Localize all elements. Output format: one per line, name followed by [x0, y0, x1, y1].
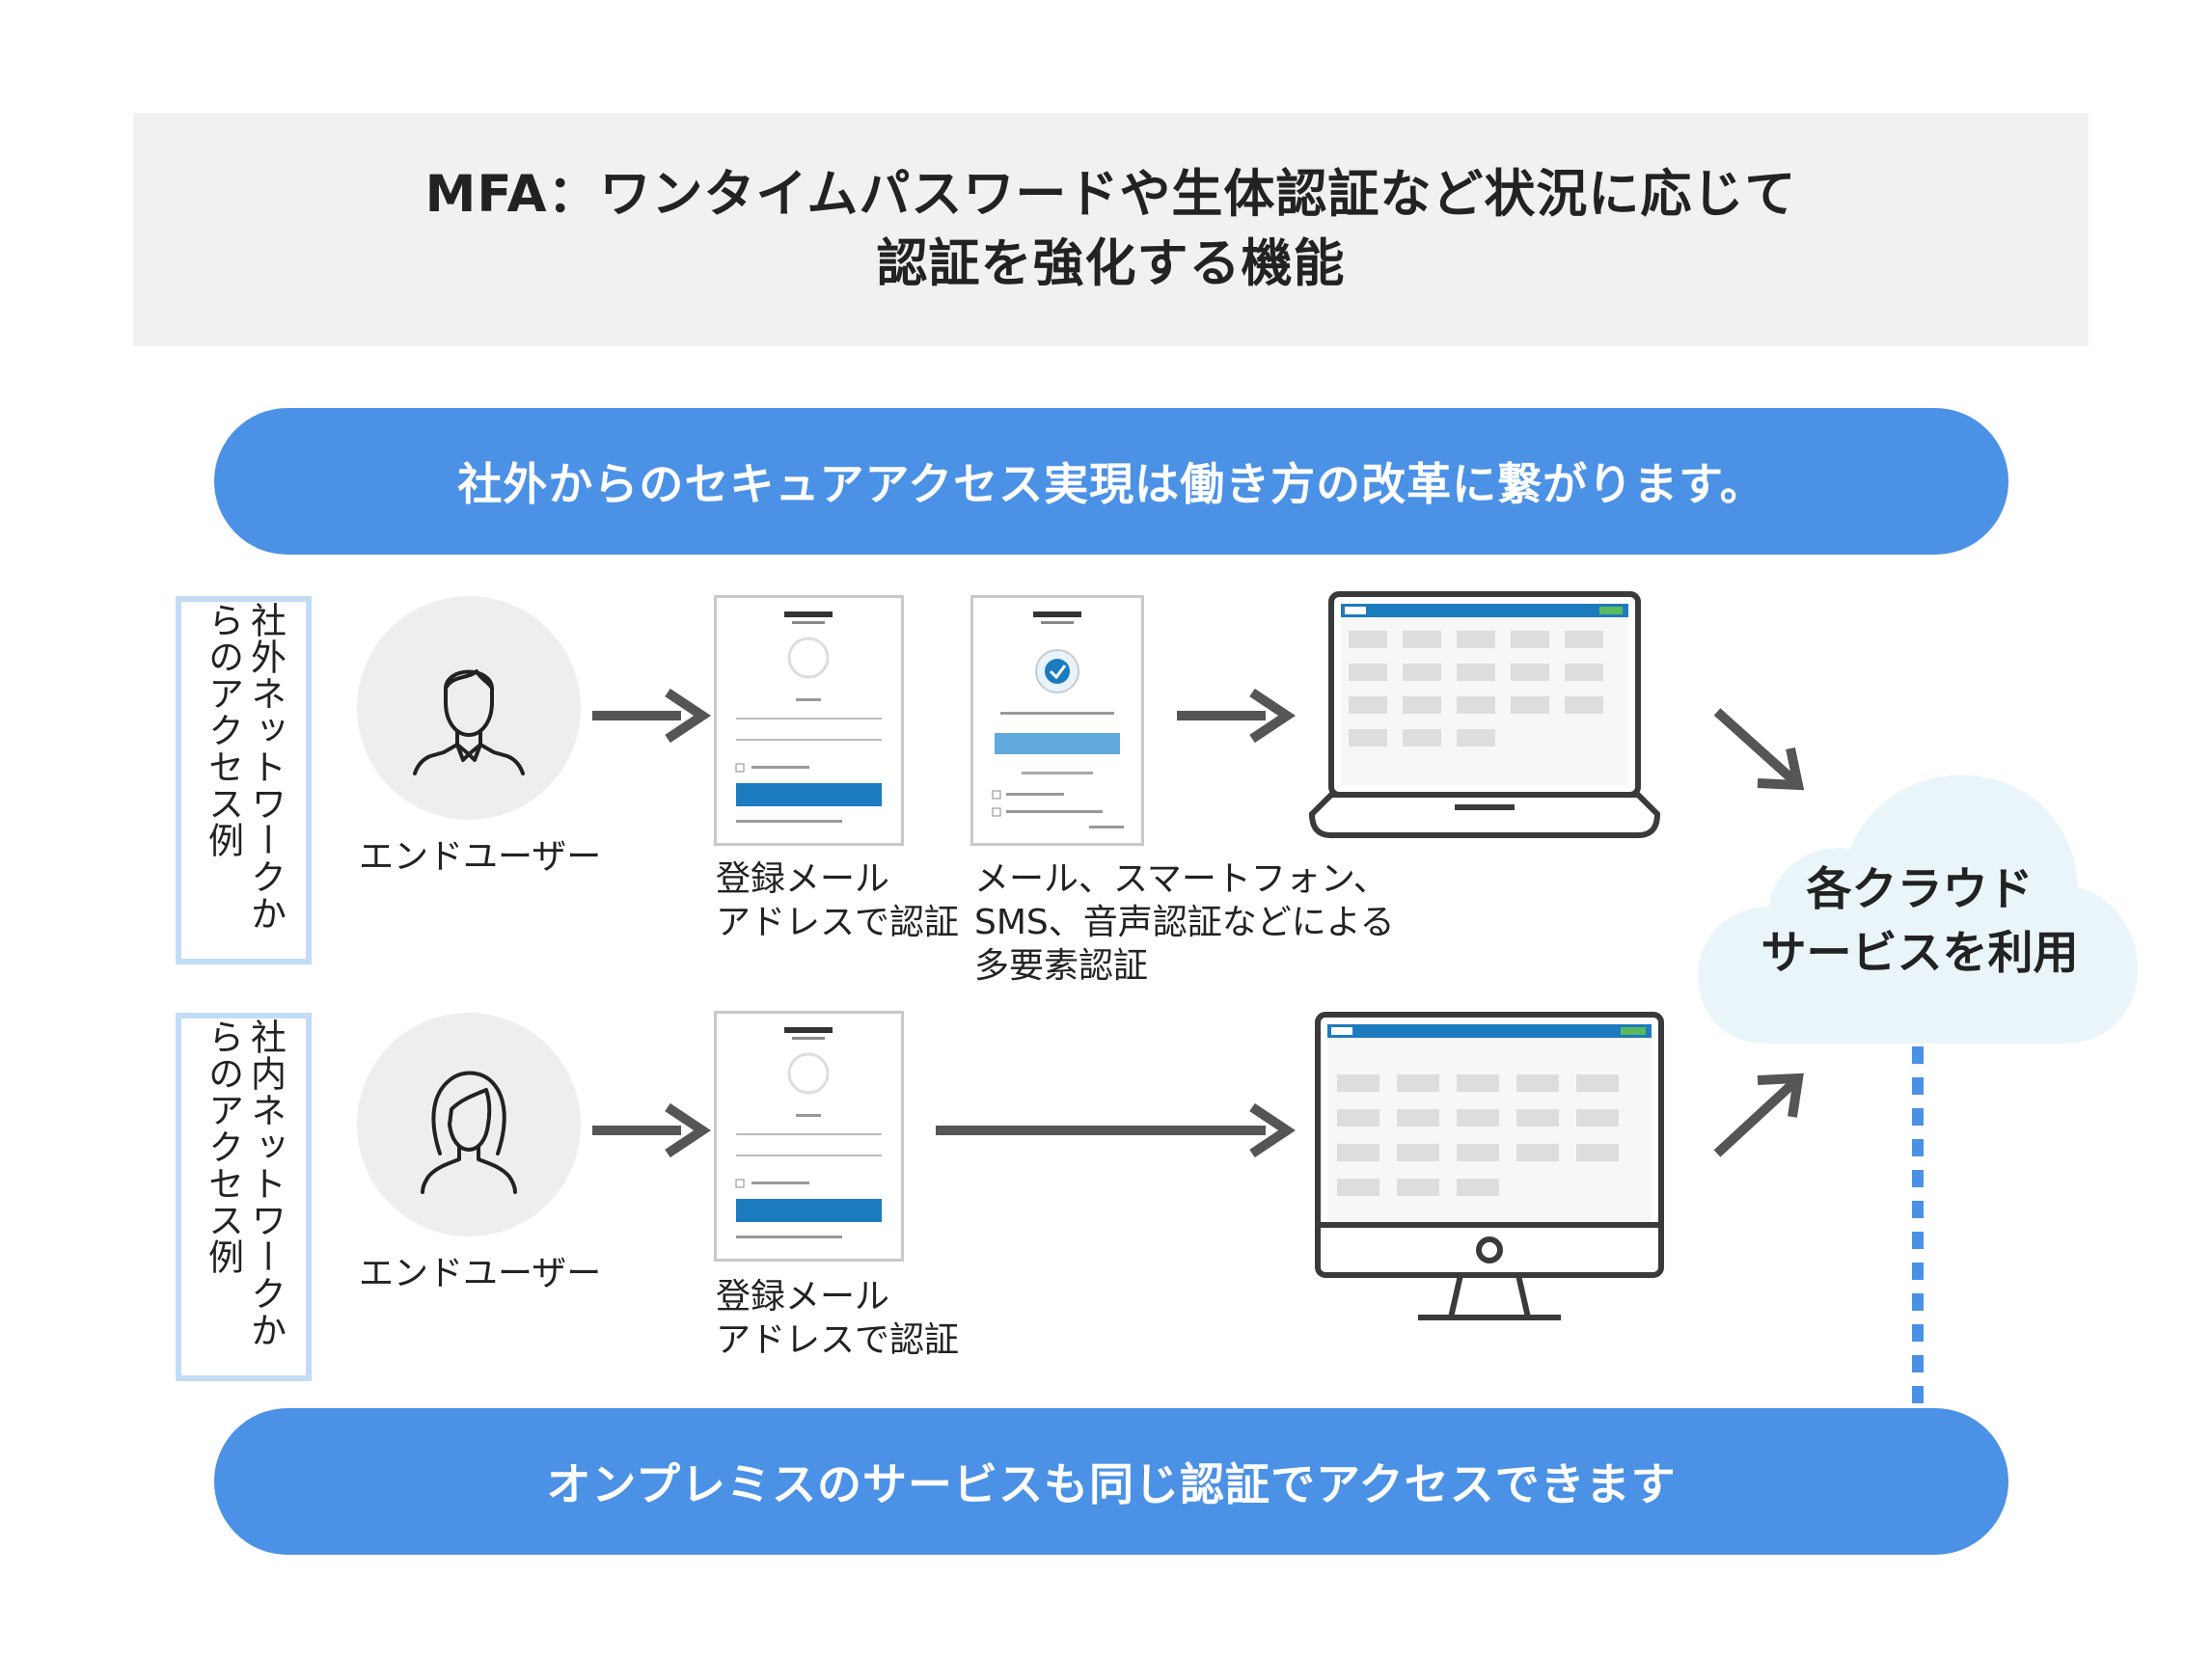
top-banner: 社外からのセキュアアクセス実現は働き方の改革に繋がります。: [214, 408, 2008, 555]
side-label-internal: 社内ネットワークからのアクセス例: [202, 1019, 287, 1348]
user-label-2: エンドユーザー: [359, 1254, 602, 1293]
login-screen-icon: [714, 595, 904, 846]
dotted-connector: [1912, 1046, 1924, 1418]
avatar-male: [357, 596, 581, 820]
male-user-icon: [413, 669, 525, 775]
arrow-diagonal-up-icon: [1713, 1073, 1804, 1157]
cloud-label-line-1: 各クラウド: [1806, 863, 2034, 916]
arrow-right-long-icon: [936, 1102, 1297, 1158]
desktop-monitor-icon: [1315, 1012, 1664, 1320]
side-label-external: 社外ネットワークからのアクセス例: [202, 602, 287, 932]
arrow-right-icon: [592, 688, 712, 744]
bottom-banner: オンプレミスのサービスも同じ認証でアクセスできます: [214, 1408, 2008, 1555]
mfa-screen-icon: [970, 595, 1144, 846]
cloud-label: 各クラウド サービスを利用: [1746, 858, 2093, 986]
login-screen-icon: [714, 1011, 904, 1262]
female-user-icon: [421, 1071, 517, 1194]
title-line-1: MFA：ワンタイムパスワードや生体認証など状況に応じて: [424, 165, 1797, 224]
step2-label-c: 多要素認証: [974, 946, 1149, 986]
laptop-icon: [1308, 591, 1661, 838]
step2-label-b: SMS、音声認証などによる: [974, 903, 1395, 942]
avatar-female: [357, 1013, 581, 1236]
step1-label-2a: 登録メール: [716, 1277, 890, 1317]
arrow-right-icon: [592, 1102, 712, 1158]
cloud-label-line-2: サービスを利用: [1761, 927, 2079, 980]
user-label-1: エンドユーザー: [359, 837, 602, 877]
title-box: MFA：ワンタイムパスワードや生体認証など状況に応じて 認証を強化する機能: [133, 113, 2089, 346]
step2-label-a: メール、スマートフォン、: [974, 859, 1388, 899]
title-line-2: 認証を強化する機能: [876, 234, 1346, 293]
side-label-box-internal: 社内ネットワークからのアクセス例: [176, 1013, 312, 1381]
arrow-right-icon: [1177, 688, 1297, 744]
side-label-box-external: 社外ネットワークからのアクセス例: [176, 596, 312, 964]
step1-label-1b: アドレスで認証: [716, 903, 960, 942]
step1-label-2b: アドレスで認証: [716, 1320, 960, 1360]
arrow-diagonal-down-icon: [1713, 708, 1805, 791]
cloud-icon: [1698, 774, 2138, 1044]
step1-label-1a: 登録メール: [716, 859, 890, 899]
